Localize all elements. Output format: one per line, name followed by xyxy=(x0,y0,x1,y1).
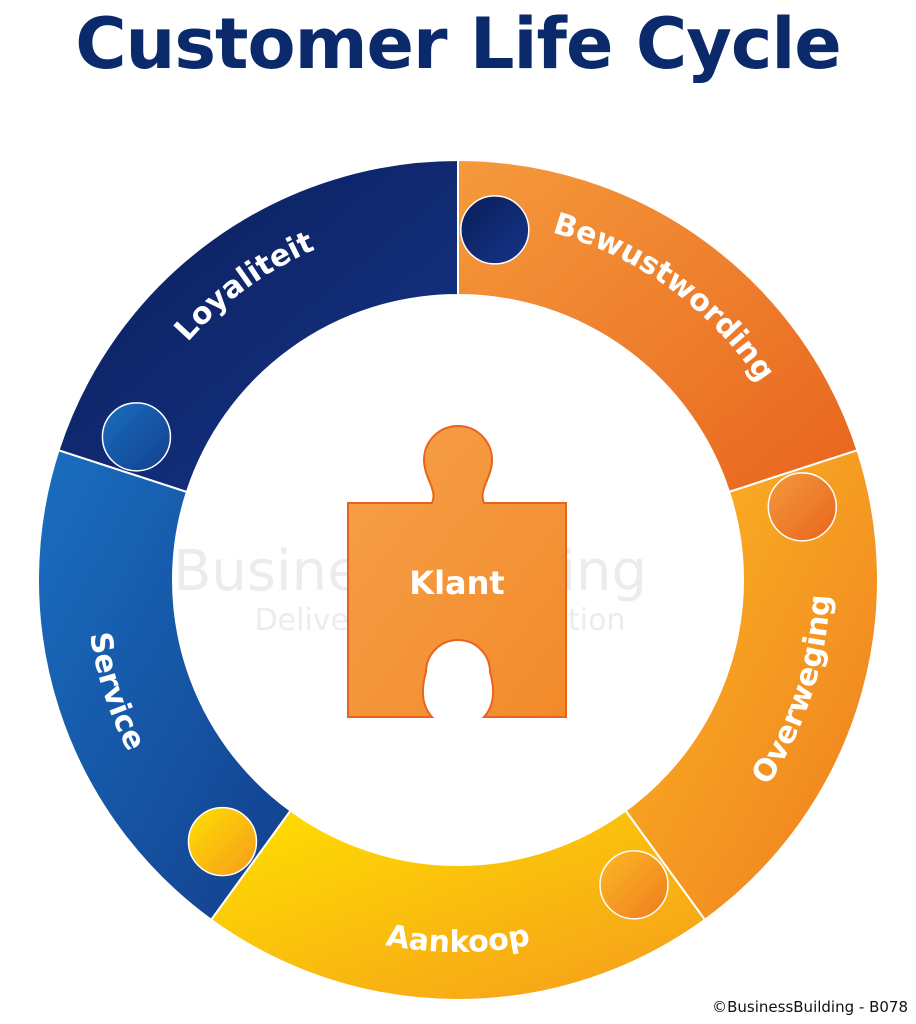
copyright-notice: ©BusinessBuilding - B078 xyxy=(712,998,908,1016)
label-aankoop: Aankoop xyxy=(384,918,533,960)
segment-loyaliteit xyxy=(57,158,459,494)
segment-overweging xyxy=(624,448,879,922)
segment-bewustwording xyxy=(457,158,859,494)
center-puzzle-piece: Klant xyxy=(347,425,567,718)
puzzle-knob-service xyxy=(101,402,172,472)
segment-aankoop xyxy=(209,809,707,1001)
segment-service xyxy=(37,448,292,922)
puzzle-knob-bewustwording xyxy=(767,472,838,542)
puzzle-knob-loyaliteit xyxy=(460,195,530,265)
diagram-title: Customer Life Cycle xyxy=(75,3,842,85)
puzzle-knob-aankoop xyxy=(187,806,258,877)
puzzle-knob-overweging xyxy=(599,850,669,920)
center-label: Klant xyxy=(409,564,504,602)
